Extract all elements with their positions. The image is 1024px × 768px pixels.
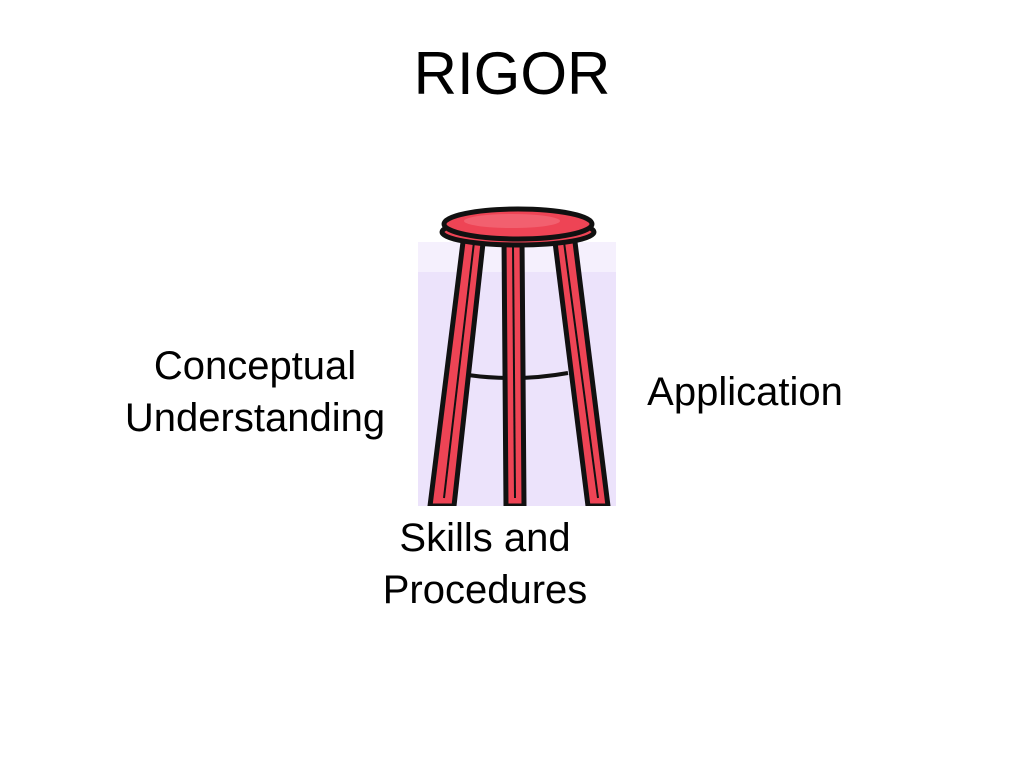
slide-title: RIGOR bbox=[413, 40, 611, 107]
label-line: Procedures bbox=[382, 568, 588, 612]
stool-leg-middle-highlight bbox=[512, 245, 516, 499]
label-line: Conceptual bbox=[153, 344, 357, 388]
stool-leg-right-highlight bbox=[563, 241, 599, 499]
label-line: Understanding bbox=[124, 396, 386, 440]
label-conceptual-understanding: Conceptual Understanding bbox=[90, 340, 420, 444]
label-line: Skills and bbox=[399, 516, 571, 560]
label-application: Application bbox=[620, 366, 870, 418]
label-skills-and-procedures: Skills and Procedures bbox=[340, 512, 630, 616]
stool-icon bbox=[418, 172, 616, 506]
stool-seat-shine bbox=[464, 214, 560, 228]
stool-leg-left-highlight bbox=[443, 241, 475, 499]
label-line: Application bbox=[647, 370, 843, 414]
